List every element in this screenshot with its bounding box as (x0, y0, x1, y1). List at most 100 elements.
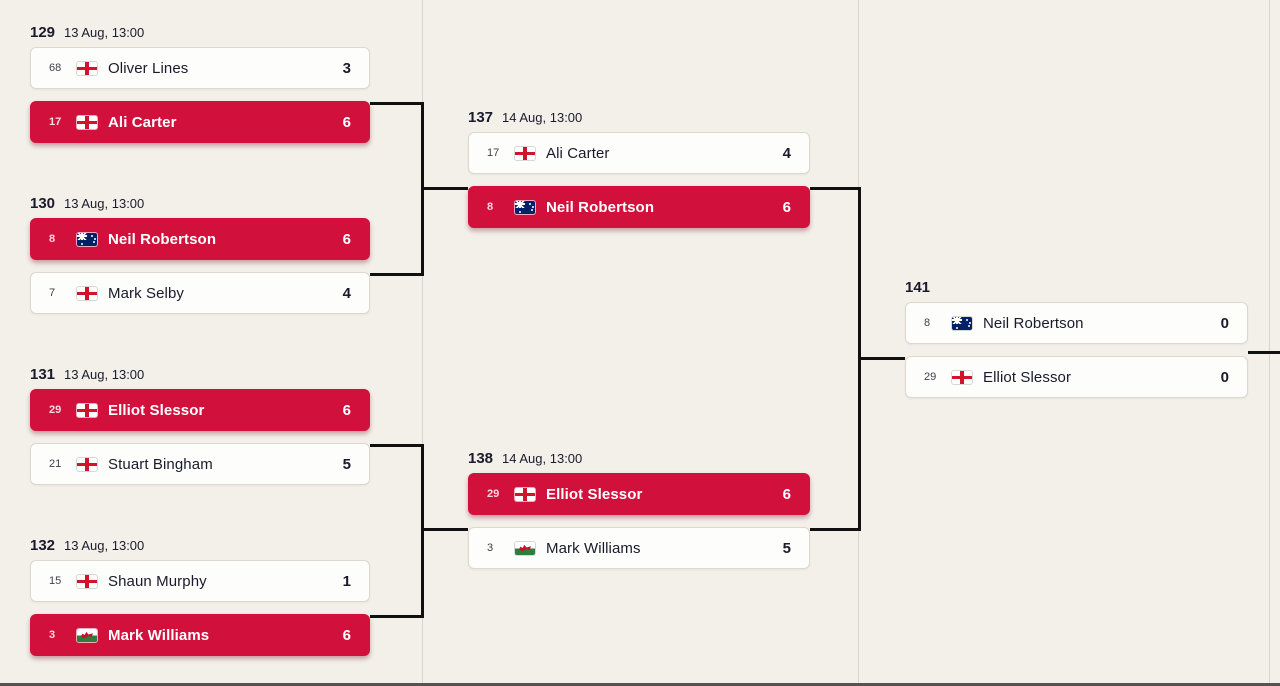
match-header: 132 13 Aug, 13:00 (30, 537, 370, 560)
australia-flag-icon (515, 200, 535, 214)
player-name: Neil Robertson (983, 314, 1084, 332)
player-score: 5 (782, 539, 791, 557)
england-flag-icon (77, 403, 97, 417)
player-score: 6 (782, 485, 791, 503)
column-divider (422, 0, 423, 686)
player-seed: 8 (924, 317, 931, 329)
england-flag-icon (515, 487, 535, 501)
connector-line (421, 444, 424, 618)
australia-flag-icon (77, 232, 97, 246)
match-137: 137 14 Aug, 13:00 17 Ali Carter 4 8 Neil… (468, 109, 810, 240)
connector-line (370, 273, 424, 276)
match-number: 137 (468, 109, 494, 126)
match-number: 132 (30, 537, 56, 554)
england-flag-icon (77, 115, 97, 129)
wales-flag-icon (515, 541, 535, 555)
player-seed: 8 (487, 201, 494, 213)
player-name: Stuart Bingham (108, 455, 213, 473)
player-row[interactable]: 29 Elliot Slessor 0 (905, 356, 1248, 398)
player-score: 6 (342, 230, 351, 248)
player-name: Mark Selby (108, 284, 185, 302)
player-seed: 29 (924, 371, 937, 383)
connector-line (421, 187, 468, 190)
player-row[interactable]: 17 Ali Carter 6 (30, 101, 370, 143)
connector-line (810, 187, 861, 190)
australia-flag-icon (952, 316, 972, 330)
match-number: 130 (30, 195, 56, 212)
player-score: 0 (1220, 368, 1229, 386)
player-seed: 17 (49, 116, 62, 128)
player-name: Mark Williams (108, 626, 210, 644)
player-score: 6 (342, 401, 351, 419)
match-header: 137 14 Aug, 13:00 (468, 109, 810, 132)
player-seed: 7 (49, 287, 56, 299)
match-number: 131 (30, 366, 56, 383)
match-datetime: 13 Aug, 13:00 (64, 367, 145, 382)
england-flag-icon (77, 286, 97, 300)
match-131: 131 13 Aug, 13:00 29 Elliot Slessor 6 21… (30, 366, 370, 497)
match-header: 130 13 Aug, 13:00 (30, 195, 370, 218)
player-row[interactable]: 7 Mark Selby 4 (30, 272, 370, 314)
player-name: Elliot Slessor (546, 485, 643, 503)
player-row[interactable]: 3 Mark Williams 6 (30, 614, 370, 656)
player-seed: 15 (49, 575, 62, 587)
england-flag-icon (77, 574, 97, 588)
match-header: 129 13 Aug, 13:00 (30, 24, 370, 47)
player-score: 5 (342, 455, 351, 473)
player-name: Ali Carter (108, 113, 177, 131)
match-datetime: 14 Aug, 13:00 (502, 110, 583, 125)
player-seed: 17 (487, 147, 500, 159)
player-seed: 68 (49, 62, 62, 74)
player-score: 6 (782, 198, 791, 216)
player-seed: 8 (49, 233, 56, 245)
connector-line (370, 444, 424, 447)
player-seed: 29 (487, 488, 500, 500)
player-seed: 29 (49, 404, 62, 416)
player-score: 6 (342, 113, 351, 131)
england-flag-icon (77, 457, 97, 471)
player-score: 4 (342, 284, 351, 302)
player-name: Elliot Slessor (983, 368, 1072, 386)
player-row[interactable]: 8 Neil Robertson 6 (30, 218, 370, 260)
player-score: 4 (782, 144, 791, 162)
player-seed: 21 (49, 458, 62, 470)
player-seed: 3 (487, 542, 494, 554)
match-datetime: 14 Aug, 13:00 (502, 451, 583, 466)
england-flag-icon (952, 370, 972, 384)
player-seed: 3 (49, 629, 56, 641)
player-row[interactable]: 8 Neil Robertson 6 (468, 186, 810, 228)
player-name: Elliot Slessor (108, 401, 205, 419)
player-name: Ali Carter (546, 144, 610, 162)
match-header: 138 14 Aug, 13:00 (468, 450, 810, 473)
match-132: 132 13 Aug, 13:00 15 Shaun Murphy 1 3 Ma… (30, 537, 370, 668)
match-datetime: 13 Aug, 13:00 (64, 196, 145, 211)
connector-line (370, 615, 424, 618)
player-row[interactable]: 29 Elliot Slessor 6 (468, 473, 810, 515)
match-130: 130 13 Aug, 13:00 8 Neil Robertson 6 7 M… (30, 195, 370, 326)
bottom-border (0, 683, 1280, 686)
player-row[interactable]: 15 Shaun Murphy 1 (30, 560, 370, 602)
match-number: 141 (905, 279, 931, 296)
player-row[interactable]: 21 Stuart Bingham 5 (30, 443, 370, 485)
player-name: Mark Williams (546, 539, 641, 557)
player-score: 3 (342, 59, 351, 77)
player-score: 6 (342, 626, 351, 644)
england-flag-icon (515, 146, 535, 160)
connector-line (858, 357, 905, 360)
player-name: Neil Robertson (108, 230, 217, 248)
player-row[interactable]: 68 Oliver Lines 3 (30, 47, 370, 89)
player-score: 1 (342, 572, 351, 590)
match-number: 138 (468, 450, 494, 467)
player-row[interactable]: 8 Neil Robertson 0 (905, 302, 1248, 344)
column-divider (1269, 0, 1270, 686)
player-row[interactable]: 3 Mark Williams 5 (468, 527, 810, 569)
match-header: 141 (905, 279, 1248, 302)
player-name: Oliver Lines (108, 59, 189, 77)
player-row[interactable]: 29 Elliot Slessor 6 (30, 389, 370, 431)
player-row[interactable]: 17 Ali Carter 4 (468, 132, 810, 174)
match-141: 141 8 Neil Robertson 0 29 Elliot Slessor… (905, 279, 1248, 410)
match-129: 129 13 Aug, 13:00 68 Oliver Lines 3 17 A… (30, 24, 370, 155)
wales-flag-icon (77, 628, 97, 642)
player-name: Neil Robertson (546, 198, 655, 216)
